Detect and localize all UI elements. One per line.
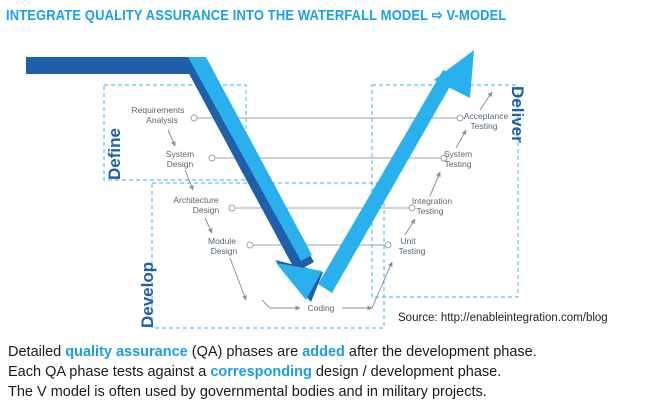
- highlight-added: added: [302, 344, 345, 360]
- description-line-1: Detailed quality assurance (QA) phases a…: [8, 344, 537, 360]
- description-line-3: The V model is often used by governmenta…: [8, 384, 487, 400]
- page-title: Integrate Quality Assurance into the Wat…: [6, 7, 507, 24]
- section-label-deliver: Deliver: [508, 86, 527, 143]
- phase-coding: Coding: [308, 303, 335, 313]
- highlight-quality-assurance: quality assurance: [65, 344, 188, 360]
- section-label-define: Define: [105, 128, 124, 180]
- v-arrow: [188, 50, 474, 300]
- highlight-corresponding: corresponding: [210, 364, 312, 380]
- description-line-2: Each QA phase tests against a correspond…: [8, 364, 502, 380]
- description: Detailed quality assurance (QA) phases a…: [8, 342, 537, 402]
- left-step-arrows: [167, 91, 493, 311]
- source-citation: Source: http://enableintegration.com/blo…: [398, 312, 608, 324]
- section-label-develop: Develop: [138, 262, 157, 328]
